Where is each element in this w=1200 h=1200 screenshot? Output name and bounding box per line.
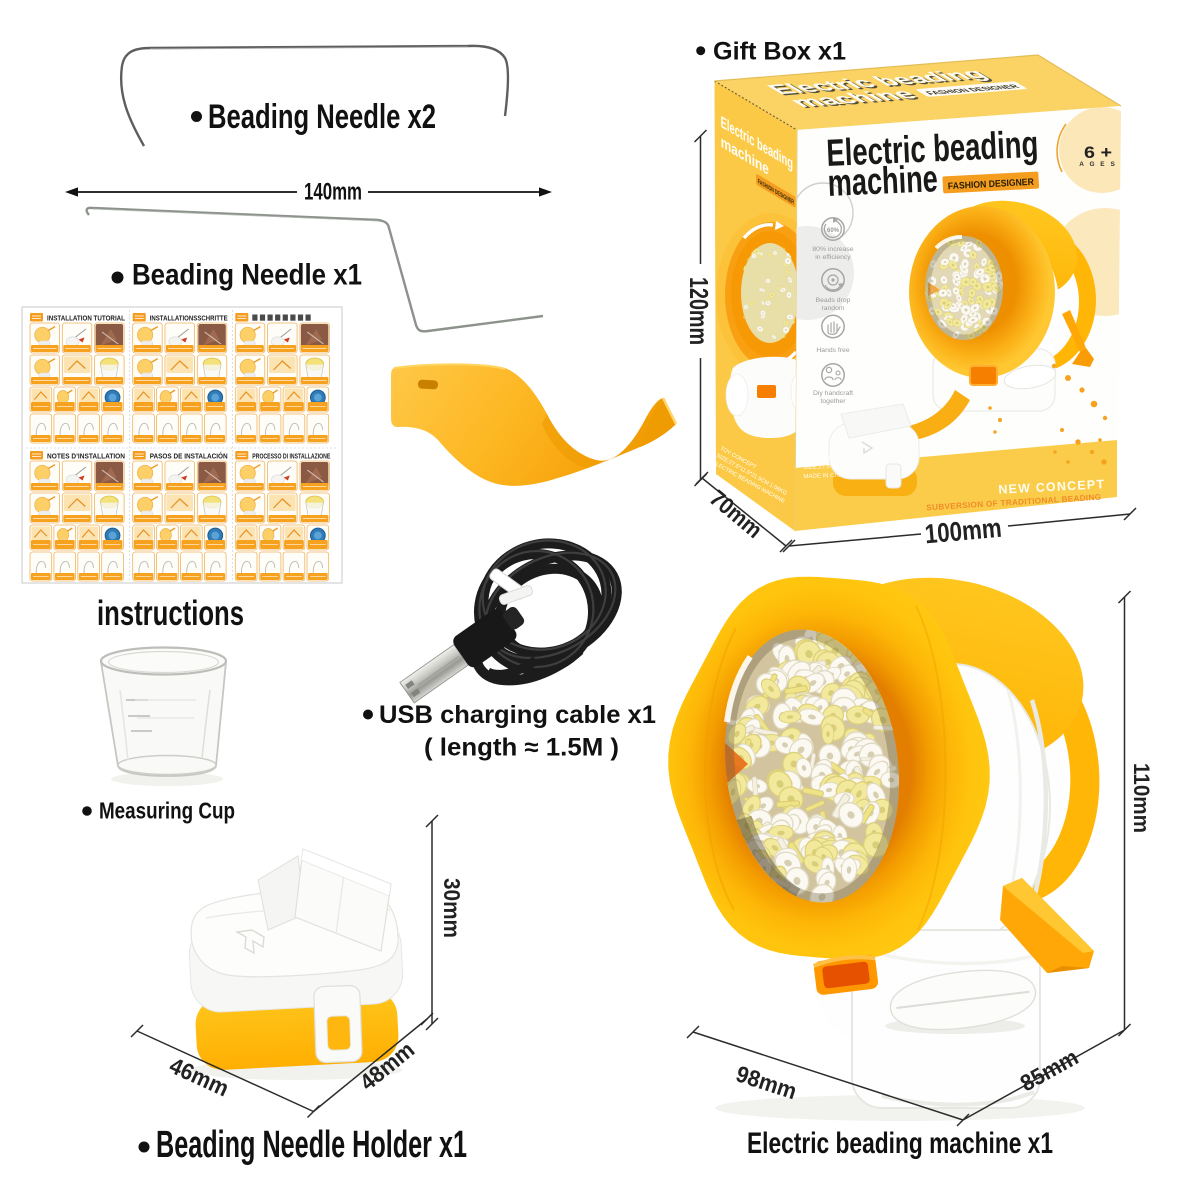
- svg-text:140mm: 140mm: [304, 179, 362, 206]
- svg-text:NEW CONCEPT: NEW CONCEPT: [998, 477, 1106, 497]
- svg-text:Beading Needle Holder x1: Beading Needle Holder x1: [156, 1124, 467, 1166]
- svg-text:60%: 60%: [827, 228, 840, 234]
- svg-text:80% increase: 80% increase: [812, 246, 853, 253]
- svg-text:together: together: [821, 398, 847, 405]
- svg-text:100mm: 100mm: [924, 513, 1003, 550]
- svg-text:machine: machine: [827, 158, 939, 205]
- svg-text:Beading Needle x1: Beading Needle x1: [132, 259, 362, 292]
- svg-text:INSTALLATION TUTORIAL: INSTALLATION TUTORIAL: [47, 314, 125, 323]
- svg-text:Beading Needle x2: Beading Needle x2: [208, 98, 436, 136]
- svg-text:PROCESSO DI INSTALLAZIONE: PROCESSO DI INSTALLAZIONE: [252, 452, 330, 461]
- svg-text:110mm: 110mm: [1129, 763, 1154, 833]
- svg-text:120mm: 120mm: [684, 277, 714, 345]
- svg-text:Beads drop: Beads drop: [816, 297, 851, 304]
- svg-text:MADE IN CHINA: MADE IN CHINA: [803, 473, 849, 481]
- svg-text:PASOS DE INSTALACIÓN: PASOS DE INSTALACIÓN: [150, 452, 228, 461]
- svg-text:INSTALLATIONSSCHRITTE: INSTALLATIONSSCHRITTE: [150, 314, 228, 323]
- svg-text:USB charging cable x1: USB charging cable x1: [379, 701, 656, 729]
- svg-text:in efficiency: in efficiency: [815, 254, 851, 261]
- svg-text:NOTES D’INSTALLATION: NOTES D’INSTALLATION: [47, 452, 125, 461]
- svg-text:6 +: 6 +: [1084, 143, 1112, 162]
- svg-text:random: random: [821, 305, 844, 312]
- svg-text:Electric beading: Electric beading: [826, 124, 1040, 175]
- svg-text:Diy handcraft: Diy handcraft: [813, 390, 853, 397]
- svg-text:instructions: instructions: [97, 594, 244, 633]
- svg-text:Measuring Cup: Measuring Cup: [99, 798, 235, 824]
- svg-text:TOY CONCEPT: TOY CONCEPT: [803, 455, 847, 463]
- svg-text:FASHION DESIGNER: FASHION DESIGNER: [948, 177, 1035, 192]
- svg-text:SIZE:27.5*11.5*21.5CM: SIZE:27.5*11.5*21.5CM: [803, 463, 867, 471]
- svg-text:Electric beading machine x1: Electric beading machine x1: [747, 1127, 1053, 1160]
- svg-text:Gift Box x1: Gift Box x1: [713, 38, 846, 66]
- svg-text:Hands free: Hands free: [816, 347, 849, 354]
- svg-text:( length ≈ 1.5M ): ( length ≈ 1.5M ): [424, 734, 619, 762]
- svg-text:A G E S: A G E S: [1079, 161, 1117, 168]
- svg-text:30mm: 30mm: [439, 878, 465, 938]
